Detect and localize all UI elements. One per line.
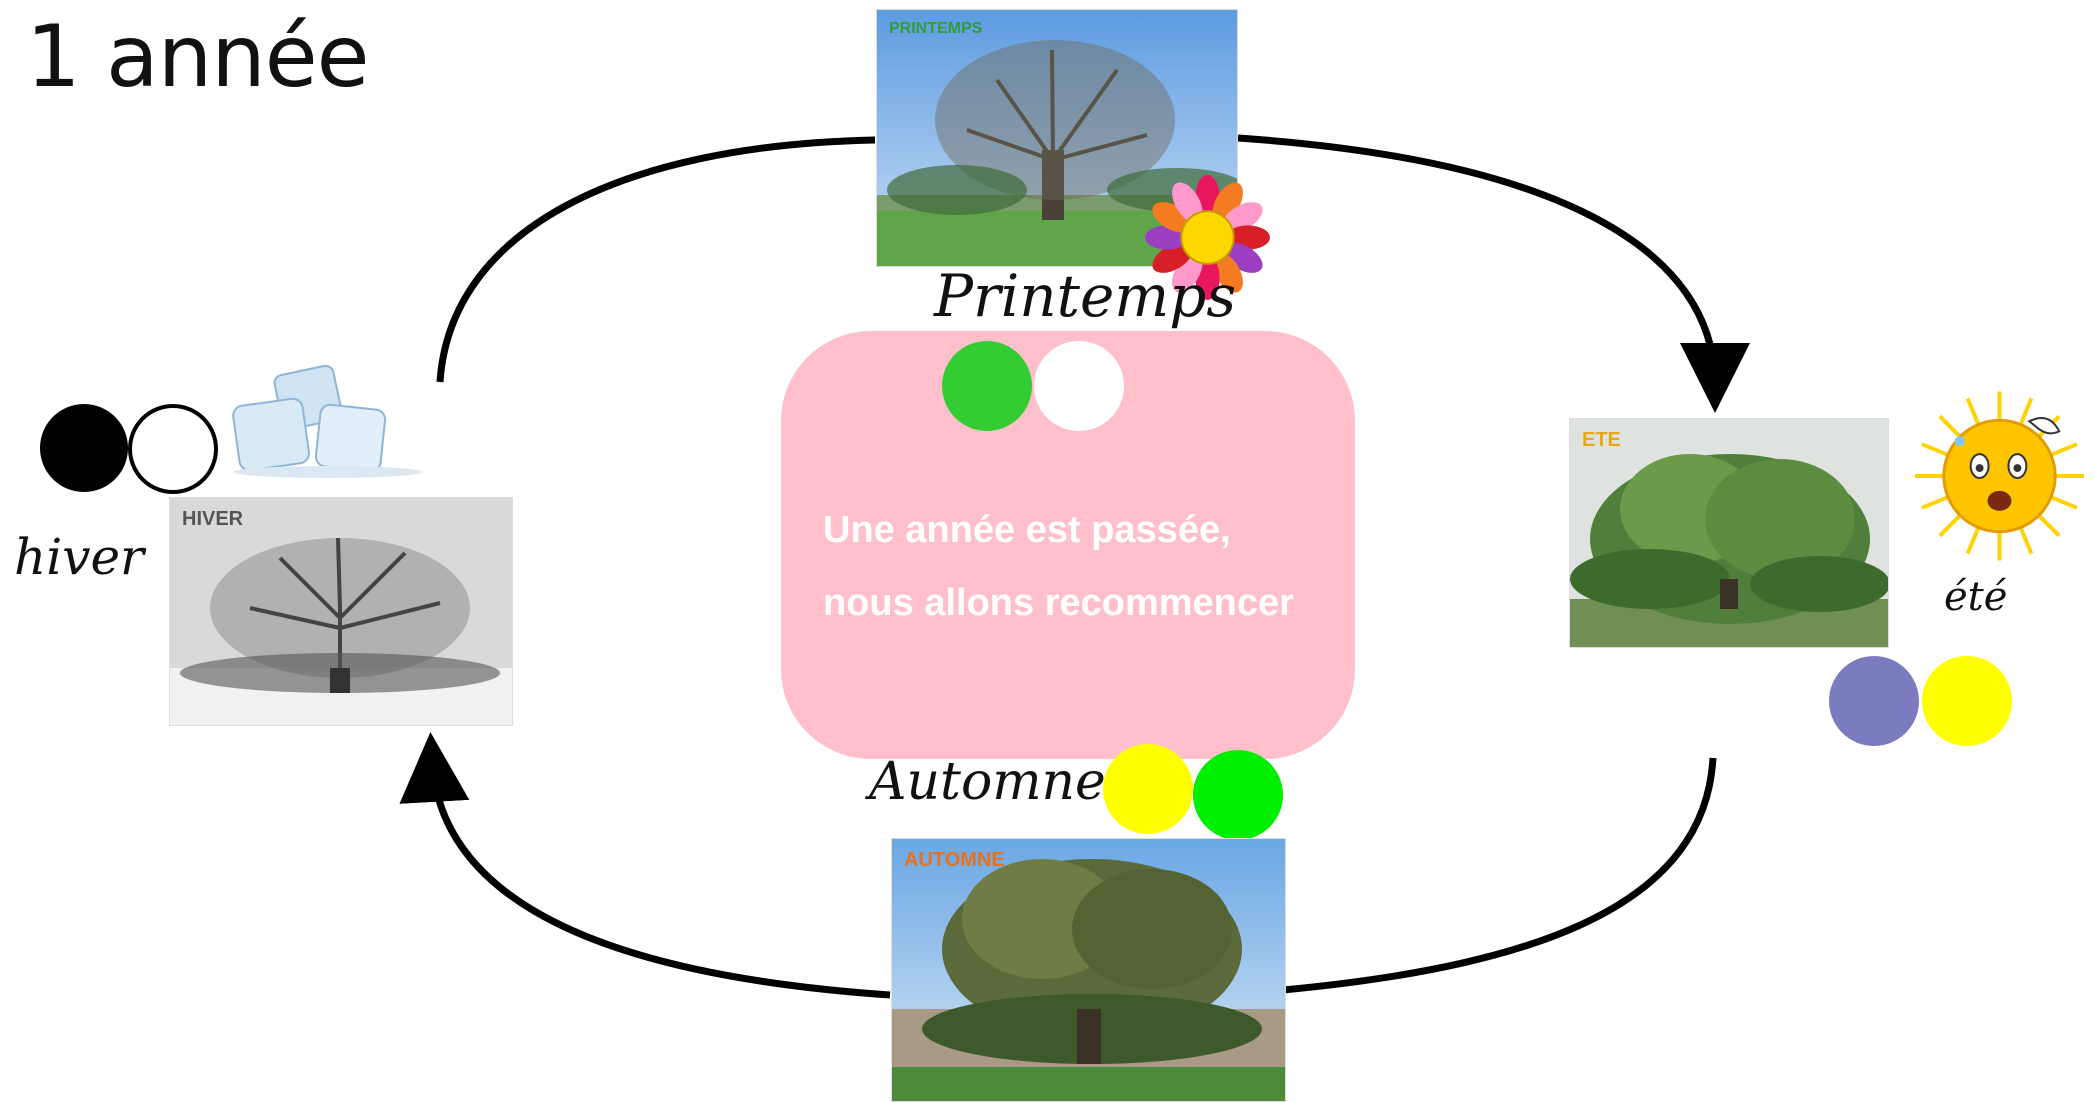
autumn-dot-1 bbox=[1103, 744, 1193, 834]
autumn-photo-tag: AUTOMNE bbox=[904, 849, 1005, 871]
arrow-autumn-to-winter bbox=[399, 732, 891, 999]
summer-photo-tag: ETE bbox=[1582, 429, 1621, 451]
summer-dot-1 bbox=[1829, 656, 1919, 746]
autumn-dot-2 bbox=[1193, 750, 1283, 840]
winter-dot-2 bbox=[128, 404, 218, 494]
center-line-1: Une année est passée, bbox=[823, 509, 1231, 551]
flower-icon bbox=[1145, 175, 1270, 300]
autumn-label: Automne bbox=[869, 752, 1106, 812]
sun-icon bbox=[1914, 391, 2085, 561]
center-line-2: nous allons recommencer bbox=[823, 582, 1294, 624]
arrow-summer-to-autumn bbox=[1282, 757, 1717, 994]
spring-label: Printemps bbox=[934, 262, 1237, 330]
page-title: 1 année bbox=[26, 7, 370, 107]
summer-photo: ETE bbox=[1569, 418, 1889, 648]
winter-photo: HIVER bbox=[169, 497, 513, 726]
oak-tree-icon bbox=[170, 498, 512, 725]
spring-photo-tag: PRINTEMPS bbox=[889, 20, 983, 37]
oak-tree-icon bbox=[892, 839, 1285, 1101]
winter-dot-1 bbox=[40, 404, 128, 492]
winter-photo-tag: HIVER bbox=[182, 508, 244, 530]
ice-cubes-icon bbox=[232, 364, 423, 478]
winter-label: hiver bbox=[14, 528, 144, 586]
summer-dot-2 bbox=[1922, 656, 2012, 746]
autumn-photo: AUTOMNE bbox=[891, 838, 1286, 1102]
arrow-spring-to-summer bbox=[1237, 134, 1750, 413]
arrow-winter-to-spring bbox=[436, 136, 876, 383]
summer-label: été bbox=[1944, 574, 2008, 620]
spring-dot-white bbox=[1034, 341, 1124, 431]
oak-tree-icon bbox=[1570, 419, 1888, 647]
spring-dot-green bbox=[942, 341, 1032, 431]
